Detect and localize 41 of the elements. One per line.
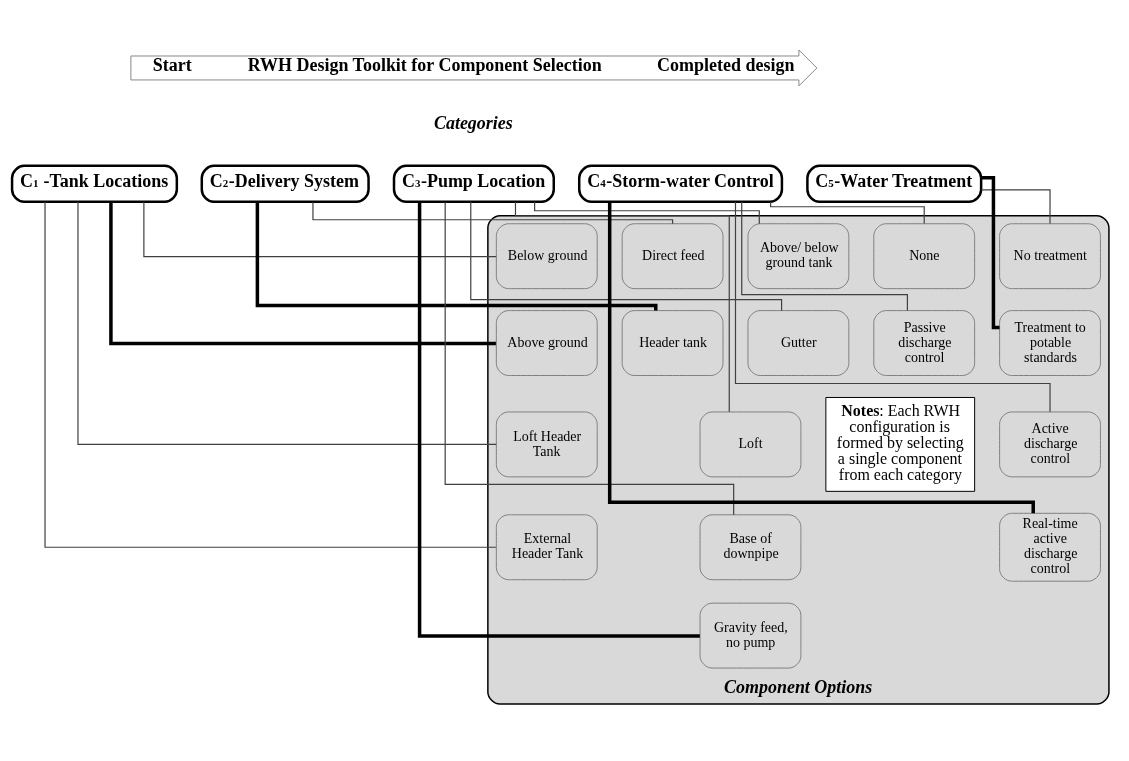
node-box: Active discharge control: [999, 410, 1101, 477]
connector: [607, 201, 1035, 513]
node-box: Base of downpipe: [699, 513, 802, 580]
connector: [534, 200, 760, 224]
connector: [980, 188, 1051, 224]
node-box: Direct feed: [621, 222, 724, 289]
connector: [255, 201, 658, 311]
node-box: Above/ below ground tank: [747, 222, 850, 289]
connector: [44, 200, 497, 548]
connector: [741, 201, 908, 311]
node-box: Gravity feed, no pump: [699, 602, 802, 669]
node-box: Above ground: [495, 309, 598, 376]
connector: [417, 201, 700, 638]
node-box: C1 -Tank Locations: [10, 164, 179, 203]
connector: [770, 200, 925, 224]
node-box: C5-Water Treatment: [806, 164, 983, 203]
connector: [470, 200, 783, 311]
node-box: Below ground: [495, 222, 598, 289]
label: Categories: [433, 112, 513, 133]
node-box: Gutter: [747, 309, 850, 376]
node-box: Treatment to potable standards: [999, 309, 1101, 376]
node-box: C3-Pump Location: [392, 164, 555, 203]
node-box: Header tank: [621, 309, 724, 376]
connector: [77, 201, 497, 445]
connector: [109, 201, 496, 345]
node-box: C4-Storm-water Control: [578, 164, 784, 203]
connector: [981, 175, 1000, 329]
node-box: Passive discharge control: [873, 309, 976, 376]
connector: [143, 200, 497, 257]
connector: [514, 200, 730, 412]
connector: [734, 200, 1051, 412]
node-box: Loft: [699, 410, 802, 477]
node-box: Notes: Each RWH configuration is formed by selecting a single component from each category: [825, 396, 976, 492]
node-box: External Header Tank: [495, 513, 598, 580]
node-box: No treatment: [999, 222, 1101, 289]
node-box: Loft Header Tank: [495, 410, 598, 477]
connector: [312, 201, 674, 224]
connector: [444, 201, 735, 515]
node-box: Real-time active discharge control: [999, 512, 1101, 582]
node-box: None: [873, 222, 976, 289]
node-box: C2-Delivery System: [200, 164, 370, 203]
